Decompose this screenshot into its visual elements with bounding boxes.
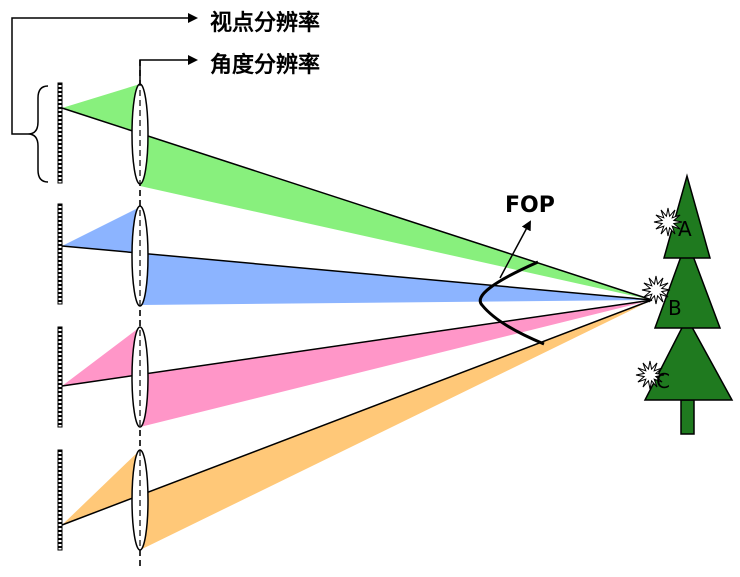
display-panels <box>57 82 63 551</box>
cone-blue <box>62 207 652 305</box>
display-panel <box>57 326 63 428</box>
tree-trunk <box>680 399 695 435</box>
fop-curve <box>478 260 545 346</box>
ray-2 <box>61 245 653 301</box>
cone-pink <box>62 300 652 427</box>
viewpoint-resolution-label: 视点分辨率 <box>210 10 320 36</box>
display-panel <box>57 203 63 305</box>
starburst-icon <box>641 275 671 305</box>
tree-tier-middle <box>653 237 722 329</box>
display-panel <box>57 82 63 184</box>
viewpoint-resolution-arrow <box>11 13 198 135</box>
ray-1 <box>61 107 653 301</box>
angular-resolution-label: 角度分辨率 <box>210 52 320 78</box>
angular-resolution-arrow <box>139 55 198 84</box>
scene-points <box>635 207 683 390</box>
fop-label: FOP <box>505 193 555 218</box>
display-panel <box>57 449 63 551</box>
point-a-label: A <box>678 217 692 241</box>
tree-tier-bottom <box>643 316 734 401</box>
viewpoint-brace <box>27 85 49 183</box>
lens <box>131 326 149 428</box>
cone-orange <box>62 300 652 550</box>
ray-3 <box>61 299 653 387</box>
point-c-label: C <box>656 369 670 393</box>
ray-4 <box>61 299 653 526</box>
fop-arrow <box>499 220 531 279</box>
point-b-label: B <box>668 296 682 320</box>
cone-green <box>62 84 652 300</box>
tree <box>643 173 734 435</box>
view-cones <box>62 84 652 550</box>
starburst-icon <box>635 360 665 390</box>
chief-rays <box>61 107 653 526</box>
starburst-icon <box>653 207 683 237</box>
